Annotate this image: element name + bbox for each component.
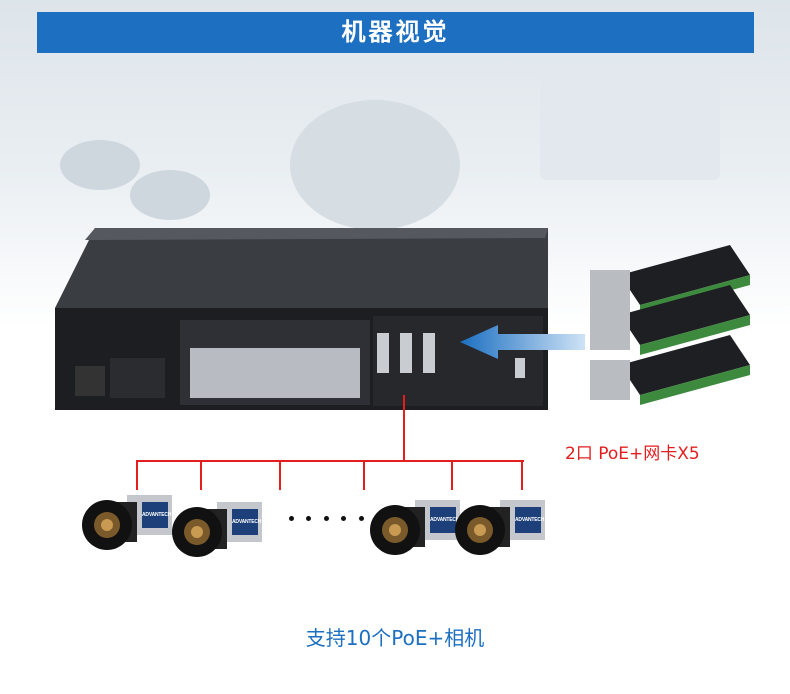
nic-label: 2口 PoE+网卡X5: [565, 444, 700, 464]
industrial-server-image: [55, 228, 548, 410]
camera-4: [455, 500, 545, 555]
camera-3-brand-label: ADVANTECH: [430, 517, 460, 523]
banner-title: 机器视觉: [37, 12, 754, 53]
camera-2: [172, 502, 262, 557]
camera-4-brand-label: ADVANTECH: [515, 517, 545, 523]
footer-caption: 支持10个PoE+相机: [305, 626, 485, 650]
arrow-icon: [460, 325, 585, 359]
camera-1: [82, 495, 172, 550]
camera-1-brand-label: ADVANTECH: [142, 512, 172, 518]
camera-2-brand-label: ADVANTECH: [232, 519, 262, 525]
